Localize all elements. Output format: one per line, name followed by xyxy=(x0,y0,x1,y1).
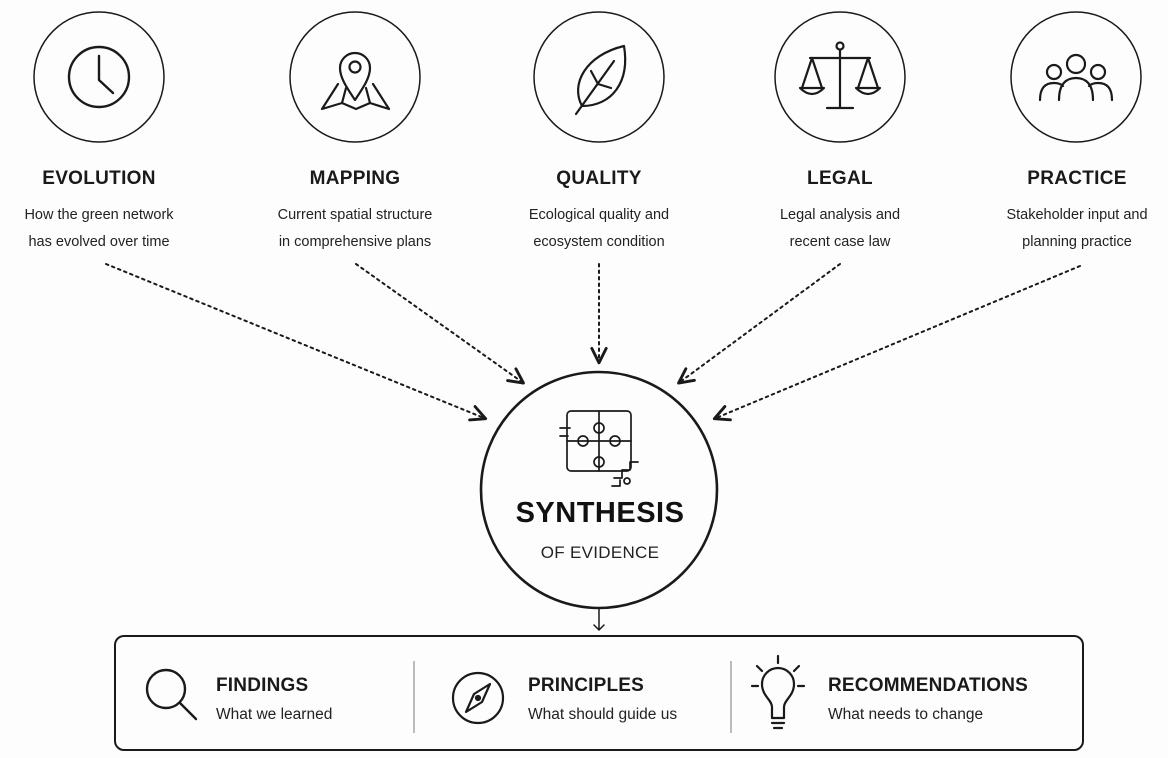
quality-icon-circle xyxy=(533,11,665,143)
arrow-evolution xyxy=(105,263,488,422)
pillar-description: Legal analysis and recent case law xyxy=(720,202,960,256)
pillar-title: EVOLUTION xyxy=(42,168,156,189)
pillar-description: How the green network has evolved over t… xyxy=(0,202,219,256)
lightbulb-icon xyxy=(750,654,806,730)
pillar-title: PRACTICE xyxy=(1027,168,1127,189)
pillar-title: QUALITY xyxy=(556,168,642,189)
pillar-description-line: in comprehensive plans xyxy=(278,234,432,250)
findings-description: What we learned xyxy=(216,706,333,723)
synthesis-title: SYNTHESIS xyxy=(515,497,685,529)
principles-title: PRINCIPLES xyxy=(528,675,645,696)
arrow-to-outputs xyxy=(593,607,605,631)
pillar-description-line: recent case law xyxy=(789,234,891,250)
puzzle-network-icon xyxy=(559,410,639,487)
pillar-description-line: ecosystem condition xyxy=(533,234,665,250)
findings-title: FINDINGS xyxy=(216,675,309,696)
pillar-description: Stakeholder input and planning practice xyxy=(957,202,1168,256)
people-icon xyxy=(1038,53,1114,102)
pillar-description-line: Stakeholder input and xyxy=(1006,207,1148,223)
recommendations-description: What needs to change xyxy=(828,706,984,723)
map-pin-icon xyxy=(320,51,391,111)
pillar-description-line: Current spatial structure xyxy=(277,207,433,223)
pillar-description-line: Ecological quality and xyxy=(528,207,670,223)
pillar-description-line: How the green network xyxy=(24,207,174,223)
synthesis-circle xyxy=(479,370,719,610)
arrow-legal xyxy=(677,263,841,385)
mapping-icon-circle xyxy=(289,11,421,143)
compass-icon xyxy=(451,671,505,725)
evolution-icon-circle xyxy=(33,11,165,143)
pillar-description-line: planning practice xyxy=(1022,234,1132,250)
practice-icon-circle xyxy=(1010,11,1142,143)
legal-icon-circle xyxy=(774,11,906,143)
scales-icon xyxy=(798,41,882,110)
outputs-box xyxy=(114,635,1084,751)
synthesis-subtitle: OF EVIDENCE xyxy=(540,543,660,562)
recommendations-title: RECOMMENDATIONS xyxy=(828,675,1029,696)
pillar-title: LEGAL xyxy=(807,168,873,189)
pillar-description: Ecological quality and ecosystem conditi… xyxy=(479,202,719,256)
arrow-mapping xyxy=(355,263,525,385)
principles-description: What should guide us xyxy=(528,706,678,723)
pillar-description: Current spatial structure in comprehensi… xyxy=(235,202,475,256)
pillar-title: MAPPING xyxy=(309,168,401,189)
clock-icon xyxy=(67,45,131,109)
pillar-description-line: has evolved over time xyxy=(28,234,170,250)
pillar-description-line: Legal analysis and xyxy=(779,207,901,223)
arrow-practice xyxy=(712,265,1081,422)
magnifier-icon xyxy=(145,668,198,721)
leaf-icon xyxy=(574,44,627,116)
